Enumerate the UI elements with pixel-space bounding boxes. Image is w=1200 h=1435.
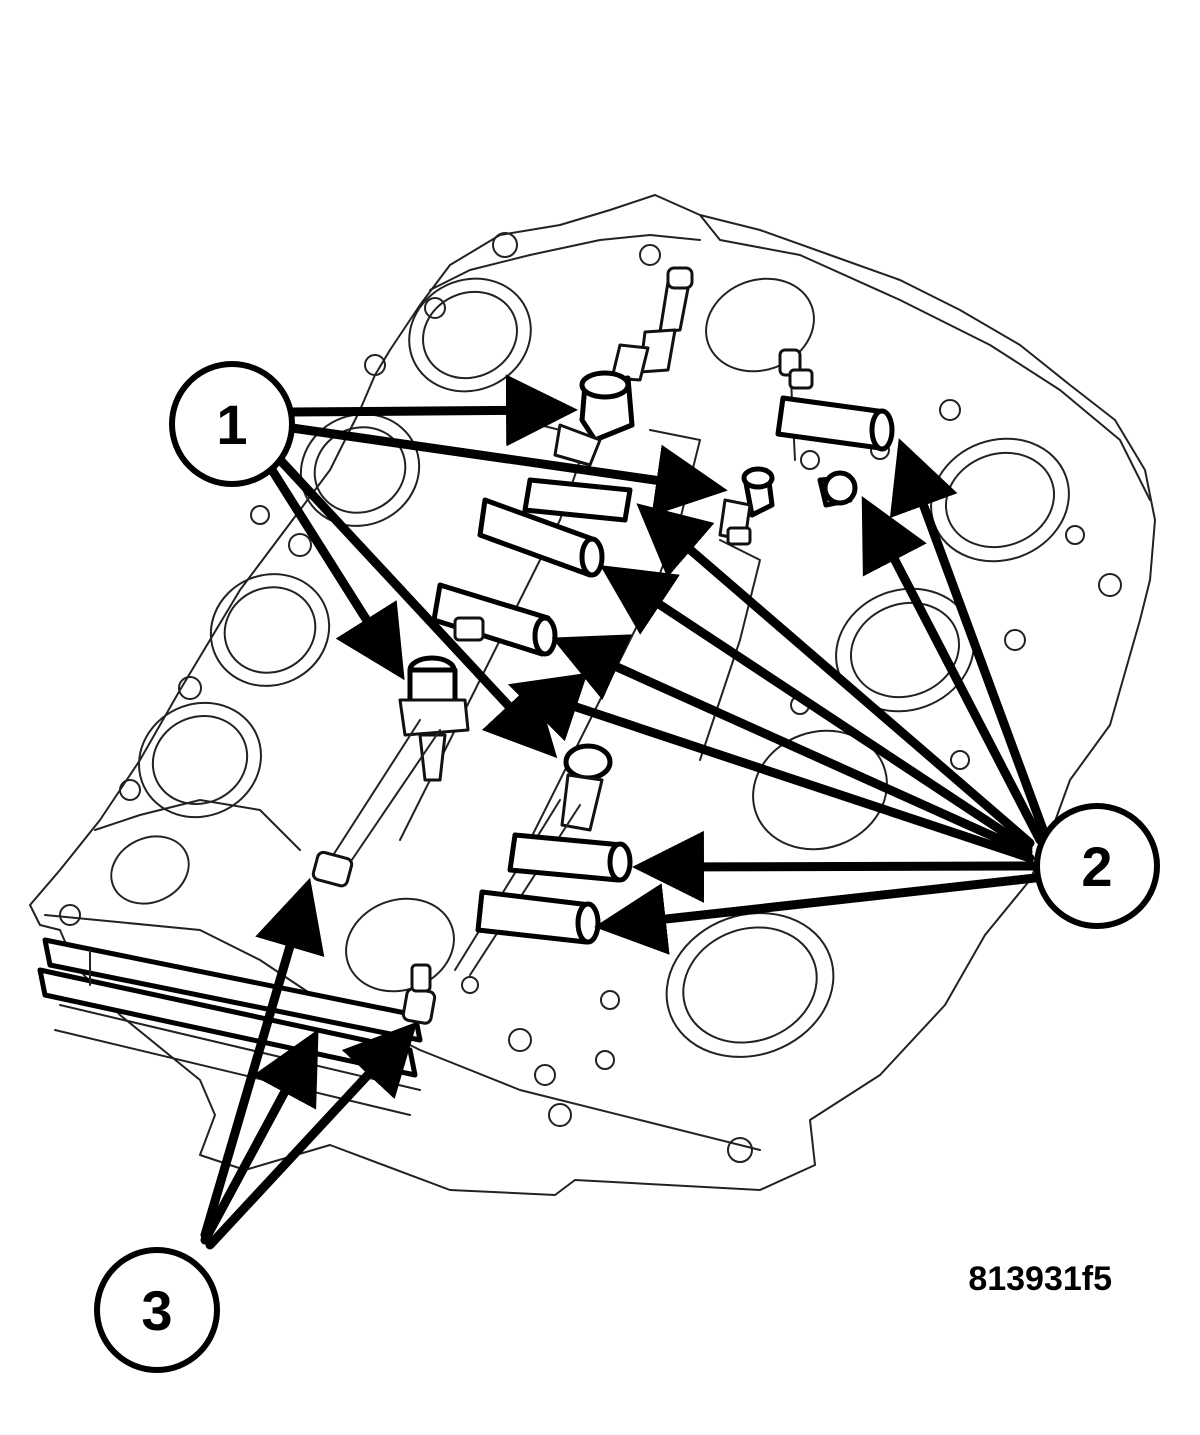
callout-3-arrows xyxy=(200,877,418,1250)
callout-1: 1 xyxy=(169,361,295,487)
callout-2: 2 xyxy=(1034,803,1160,929)
oil-control-valve-lower-left xyxy=(311,655,470,888)
lifter-upper-right-b xyxy=(817,470,858,508)
callout-3: 3 xyxy=(94,1247,220,1373)
engine-block-outline xyxy=(29,194,1156,1196)
lifter-upper-right-a xyxy=(775,395,895,452)
cylinder-bores-right-bank xyxy=(345,277,1070,1058)
lifter-lower-b xyxy=(475,889,601,945)
oil-control-valve-right xyxy=(718,348,814,546)
oil-control-valve-upper xyxy=(553,370,635,467)
lifter-center-b xyxy=(431,582,558,657)
camshaft-rods xyxy=(37,937,423,1116)
lifter-center-a xyxy=(477,477,633,578)
callout-1-label: 1 xyxy=(216,393,247,456)
callout-2-label: 2 xyxy=(1081,835,1112,898)
cylinder-bores-left-bank xyxy=(110,277,532,905)
callout-1-arrows xyxy=(267,374,728,759)
oil-control-valve-lower-center xyxy=(401,743,613,1025)
bolt-holes xyxy=(59,232,1122,1163)
lifter-lower-a xyxy=(507,832,633,883)
callout-2-arrows xyxy=(507,438,1050,955)
callout-3-label: 3 xyxy=(141,1279,172,1342)
oil-feed-tube-upper xyxy=(610,266,694,382)
figure-code: 813931f5 xyxy=(968,1260,1112,1298)
